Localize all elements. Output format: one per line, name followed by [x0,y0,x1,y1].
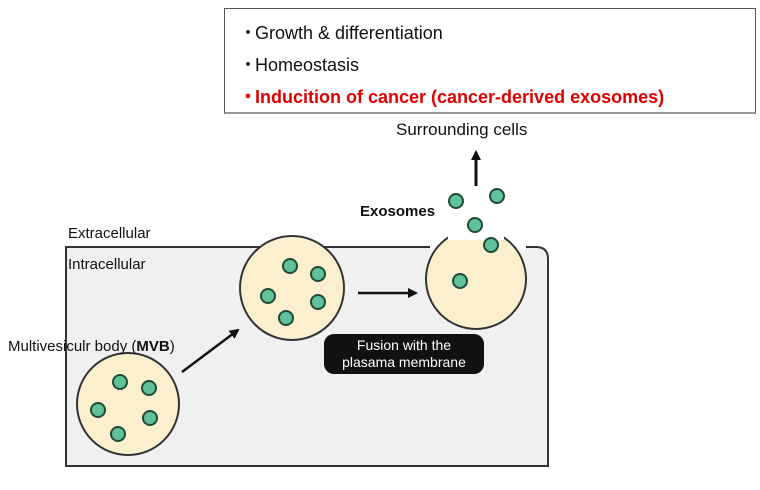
vesicle [310,266,326,282]
vesicle [278,310,294,326]
bullet: ・ [239,23,257,43]
mvb-label-prefix: Multivesiculr body ( [8,338,137,355]
vesicle [112,374,128,390]
fusion-label: Fusion with the plasama membrane [324,334,484,374]
arrow-mvb-move [181,328,240,373]
surrounding-cells-label: Surrounding cells [396,120,528,139]
vesicle [141,380,157,396]
mvb-fusing [425,228,527,330]
function-text: Inducition of cancer (cancer-derived exo… [255,87,665,107]
function-item-cancer: ・Inducition of cancer (cancer-derived ex… [239,83,664,109]
exosome [448,193,464,209]
exosome [467,217,483,233]
exosomes-label: Exosomes [360,203,436,220]
function-item-homeostasis: ・Homeostasis [239,51,359,77]
fusion-line-2: plasama membrane [342,354,466,370]
vesicle [142,410,158,426]
mvb-abbrev: MVB [136,338,170,355]
bullet: ・ [239,55,257,75]
mvb-circle-moving [239,235,345,341]
functions-box: ・Growth & differentiation ・Homeostasis ・… [224,8,756,114]
vesicle [310,294,326,310]
bullet: ・ [239,87,257,107]
mvb-circle [76,352,180,456]
fusion-gap [448,226,504,240]
function-item-growth: ・Growth & differentiation [239,19,443,45]
mvb-label: Multivesiculr body (MVB) [8,338,175,355]
vesicle [282,258,298,274]
extracellular-label: Extracellular [68,225,151,242]
vesicle [452,273,468,289]
exosome [483,237,499,253]
mvb-label-suffix: ) [169,338,175,355]
intracellular-label: Intracellular [68,256,146,273]
function-text: Growth & differentiation [255,23,443,43]
fusion-line-1: Fusion with the [356,337,452,353]
exosome [489,188,505,204]
vesicle [90,402,106,418]
vesicle [260,288,276,304]
cell-interior [65,246,549,467]
function-text: Homeostasis [255,55,360,75]
vesicle [110,426,126,442]
